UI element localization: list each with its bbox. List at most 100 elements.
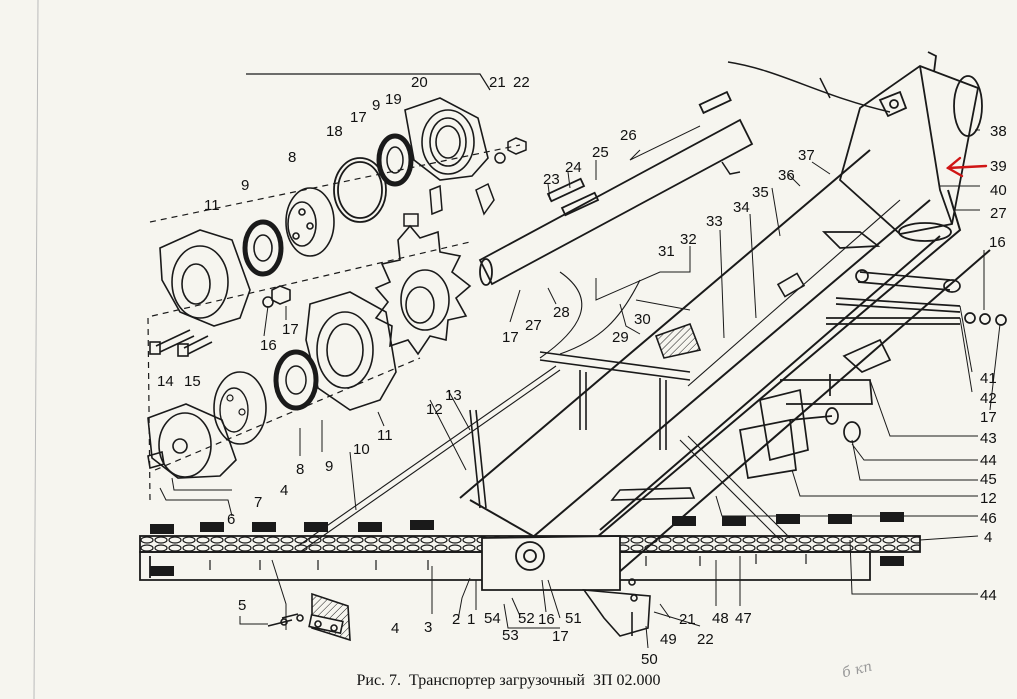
callout-c34: 34 <box>733 199 750 216</box>
callout-c41: 41 <box>980 370 997 387</box>
top-cable <box>721 61 891 175</box>
callout-c10: 10 <box>353 441 370 458</box>
callout-c13: 13 <box>445 387 462 404</box>
callout-c44b: 44 <box>980 587 997 604</box>
callout-c4c: 4 <box>391 620 399 637</box>
sprocket <box>374 224 472 356</box>
scraper-paddles <box>150 512 904 576</box>
tension-cables <box>297 199 901 553</box>
leader-lines <box>159 125 1001 649</box>
callout-c21b: 21 <box>679 611 696 628</box>
chain-link-detail <box>267 592 351 642</box>
callout-c29: 29 <box>612 329 629 346</box>
frame-struts <box>469 272 806 509</box>
callout-c23: 23 <box>543 171 560 188</box>
callout-c17a: 17 <box>350 109 367 126</box>
callout-c16a: 16 <box>989 234 1006 251</box>
callout-c1: 1 <box>467 611 475 628</box>
callout-c43: 43 <box>980 430 997 447</box>
callout-c3: 3 <box>424 619 432 636</box>
callout-c27b: 27 <box>525 317 542 334</box>
caption-title: Транспортер загрузочный <box>409 672 585 689</box>
callout-c31: 31 <box>658 243 675 260</box>
callout-c53: 53 <box>502 627 519 644</box>
callout-c21a: 21 <box>489 74 506 91</box>
callout-c48: 48 <box>712 610 729 627</box>
callout-c22a: 22 <box>513 74 530 91</box>
callout-c17e: 17 <box>552 628 569 645</box>
lower-bearing-housing <box>305 291 397 411</box>
mounting-bracket <box>582 578 651 637</box>
caption-prefix: Рис. 7. <box>356 672 402 689</box>
callout-c38: 38 <box>990 123 1007 140</box>
callout-c15: 15 <box>184 373 201 390</box>
callout-c17d: 17 <box>980 409 997 426</box>
callout-c17b: 17 <box>282 321 299 338</box>
callout-c11a: 11 <box>204 197 220 214</box>
callout-c17c: 17 <box>502 329 519 346</box>
callout-c2: 2 <box>452 611 460 628</box>
callout-c51: 51 <box>565 610 582 627</box>
callout-c11b: 11 <box>377 427 393 444</box>
callout-c8b: 8 <box>296 461 304 478</box>
lower-bearing <box>213 349 319 445</box>
callout-c4b: 4 <box>984 529 992 546</box>
red-pointer-arrow <box>945 156 988 178</box>
callout-c22b: 22 <box>697 631 714 648</box>
callout-c40: 40 <box>990 182 1007 199</box>
end-cap <box>147 403 237 479</box>
callout-c14: 14 <box>157 373 174 390</box>
figure-caption: Рис. 7. Транспортер загрузочный ЗП 02.00… <box>0 672 1017 690</box>
seal-ring <box>376 133 414 187</box>
callout-c12a: 12 <box>426 401 443 418</box>
flange-housing-top <box>404 97 489 181</box>
callout-c35: 35 <box>752 184 769 201</box>
callout-c9a: 9 <box>372 97 380 114</box>
callout-c20: 20 <box>411 74 428 91</box>
nut-and-washer-top <box>403 137 527 227</box>
callout-c8a: 8 <box>288 149 296 166</box>
upper-bearing-housing <box>159 229 251 327</box>
callout-c9b: 9 <box>241 177 249 194</box>
trough-slots <box>209 554 807 570</box>
callout-c49: 49 <box>660 631 677 648</box>
callout-c18: 18 <box>326 123 343 140</box>
callout-c30: 30 <box>634 311 651 328</box>
callout-c26: 26 <box>620 127 637 144</box>
callout-c16c: 16 <box>538 611 555 628</box>
callout-c24: 24 <box>565 159 582 176</box>
callout-c46: 46 <box>980 510 997 527</box>
side-braces <box>739 231 1007 479</box>
callout-c52: 52 <box>518 610 535 627</box>
callout-c45: 45 <box>980 471 997 488</box>
callout-c37: 37 <box>798 147 815 164</box>
callout-c39: 39 <box>990 158 1007 175</box>
callout-c47: 47 <box>735 610 752 627</box>
callout-c54: 54 <box>484 610 501 627</box>
callout-c19: 19 <box>385 91 402 108</box>
upper-bearing <box>242 187 335 277</box>
hopper-head <box>838 51 983 242</box>
callout-c12b: 12 <box>980 490 997 507</box>
callout-c33: 33 <box>706 213 723 230</box>
callout-c27a: 27 <box>990 205 1007 222</box>
callout-c25: 25 <box>592 144 609 161</box>
callout-c6: 6 <box>227 511 235 528</box>
page-edge <box>33 0 39 699</box>
callout-c16b: 16 <box>260 337 277 354</box>
callout-c5: 5 <box>238 597 246 614</box>
caption-code: ЗП 02.000 <box>592 672 661 689</box>
callout-c7: 7 <box>254 494 262 511</box>
callout-c32: 32 <box>680 231 697 248</box>
bolts-14-15 <box>149 285 291 357</box>
callout-c50: 50 <box>641 651 658 668</box>
callout-c44a: 44 <box>980 452 997 469</box>
callout-c9c: 9 <box>325 458 333 475</box>
callout-c36: 36 <box>778 167 795 184</box>
callout-c28: 28 <box>553 304 570 321</box>
chain-conveyor <box>139 535 921 591</box>
retaining-ring <box>333 157 387 223</box>
callout-c4a: 4 <box>280 482 288 499</box>
